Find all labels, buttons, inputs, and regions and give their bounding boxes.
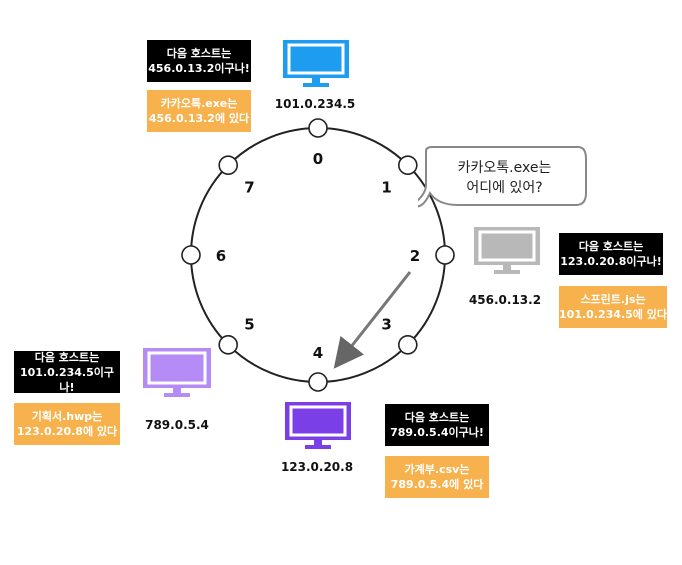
host-ip: 456.0.13.2 (468, 293, 542, 307)
ring-position-node (308, 372, 328, 392)
file-line-2: 456.0.13.2에 있다 (148, 112, 250, 125)
host-ip: 789.0.5.4 (145, 418, 209, 432)
file-location-box: 가계부.csv는 789.0.5.4에 있다 (385, 456, 489, 498)
host-ip: 101.0.234.5 (274, 97, 356, 111)
query-line-1: 카카오톡.exe는 (457, 160, 552, 176)
ring-position-node (435, 245, 455, 265)
next-host-line-2: 456.0.13.2이구나! (148, 62, 250, 75)
ring-position-node (218, 335, 238, 355)
ring-position-node (398, 335, 418, 355)
ring-position-node (218, 155, 238, 175)
query-bubble-shape (418, 146, 587, 208)
next-host-line-1: 다음 호스트는 (34, 350, 100, 364)
ring-position-label: 2 (410, 247, 420, 265)
monitor-icon (143, 348, 211, 397)
ring-position-label: 5 (244, 316, 254, 334)
file-line-1: 가계부.csv는 (404, 463, 470, 476)
next-host-box: 다음 호스트는 123.0.20.8이구나! (559, 233, 663, 275)
query-line-2: 어디에 있어? (466, 180, 543, 196)
ring-position-node (398, 155, 418, 175)
file-line-2: 123.0.20.8에 있다 (16, 425, 118, 438)
next-host-box: 다음 호스트는 456.0.13.2이구나! (147, 40, 251, 82)
next-host-box: 다음 호스트는 789.0.5.4이구나! (385, 404, 489, 446)
file-location-box: 카카오톡.exe는 456.0.13.2에 있다 (147, 90, 251, 132)
ring-position-label: 0 (313, 150, 323, 168)
ring-position-label: 4 (313, 344, 323, 362)
next-host-line-2: 789.0.5.4이구나! (390, 426, 484, 439)
ring-position-label: 1 (381, 178, 391, 196)
next-host-line-2: 101.0.234.5이구나! (19, 365, 114, 394)
next-host-line-1: 다음 호스트는 (166, 47, 232, 60)
monitor-icon (474, 227, 540, 274)
ring-nodes: 0 1 2 3 4 5 6 7 (181, 118, 455, 392)
ring-position-node (181, 245, 201, 265)
ring-position-label: 6 (216, 247, 226, 265)
file-line-2: 789.0.5.4에 있다 (390, 478, 484, 491)
monitor-icon (283, 40, 349, 87)
file-line-1: 기획서.hwp는 (31, 410, 103, 423)
next-host-line-1: 다음 호스트는 (404, 411, 470, 424)
ring-position-label: 7 (244, 178, 254, 196)
lookup-arrow (333, 271, 412, 369)
file-line-2: 101.0.234.5에 있다 (559, 308, 667, 321)
next-host-box: 다음 호스트는 101.0.234.5이구나! (14, 350, 120, 394)
file-location-box: 기획서.hwp는 123.0.20.8에 있다 (14, 403, 120, 445)
host-ip: 123.0.20.8 (280, 460, 354, 474)
query-bubble: 카카오톡.exe는 어디에 있어? (422, 158, 587, 198)
file-line-1: 카카오톡.exe는 (160, 97, 238, 110)
next-host-line-1: 다음 호스트는 (578, 240, 644, 253)
monitor-icon (285, 402, 351, 449)
file-line-1: 스프린트.js는 (580, 293, 646, 306)
ring-position-label: 3 (381, 316, 391, 334)
next-host-line-2: 123.0.20.8이구나! (560, 255, 662, 268)
file-location-box: 스프린트.js는 101.0.234.5에 있다 (559, 286, 667, 328)
ring-position-node (308, 118, 328, 138)
